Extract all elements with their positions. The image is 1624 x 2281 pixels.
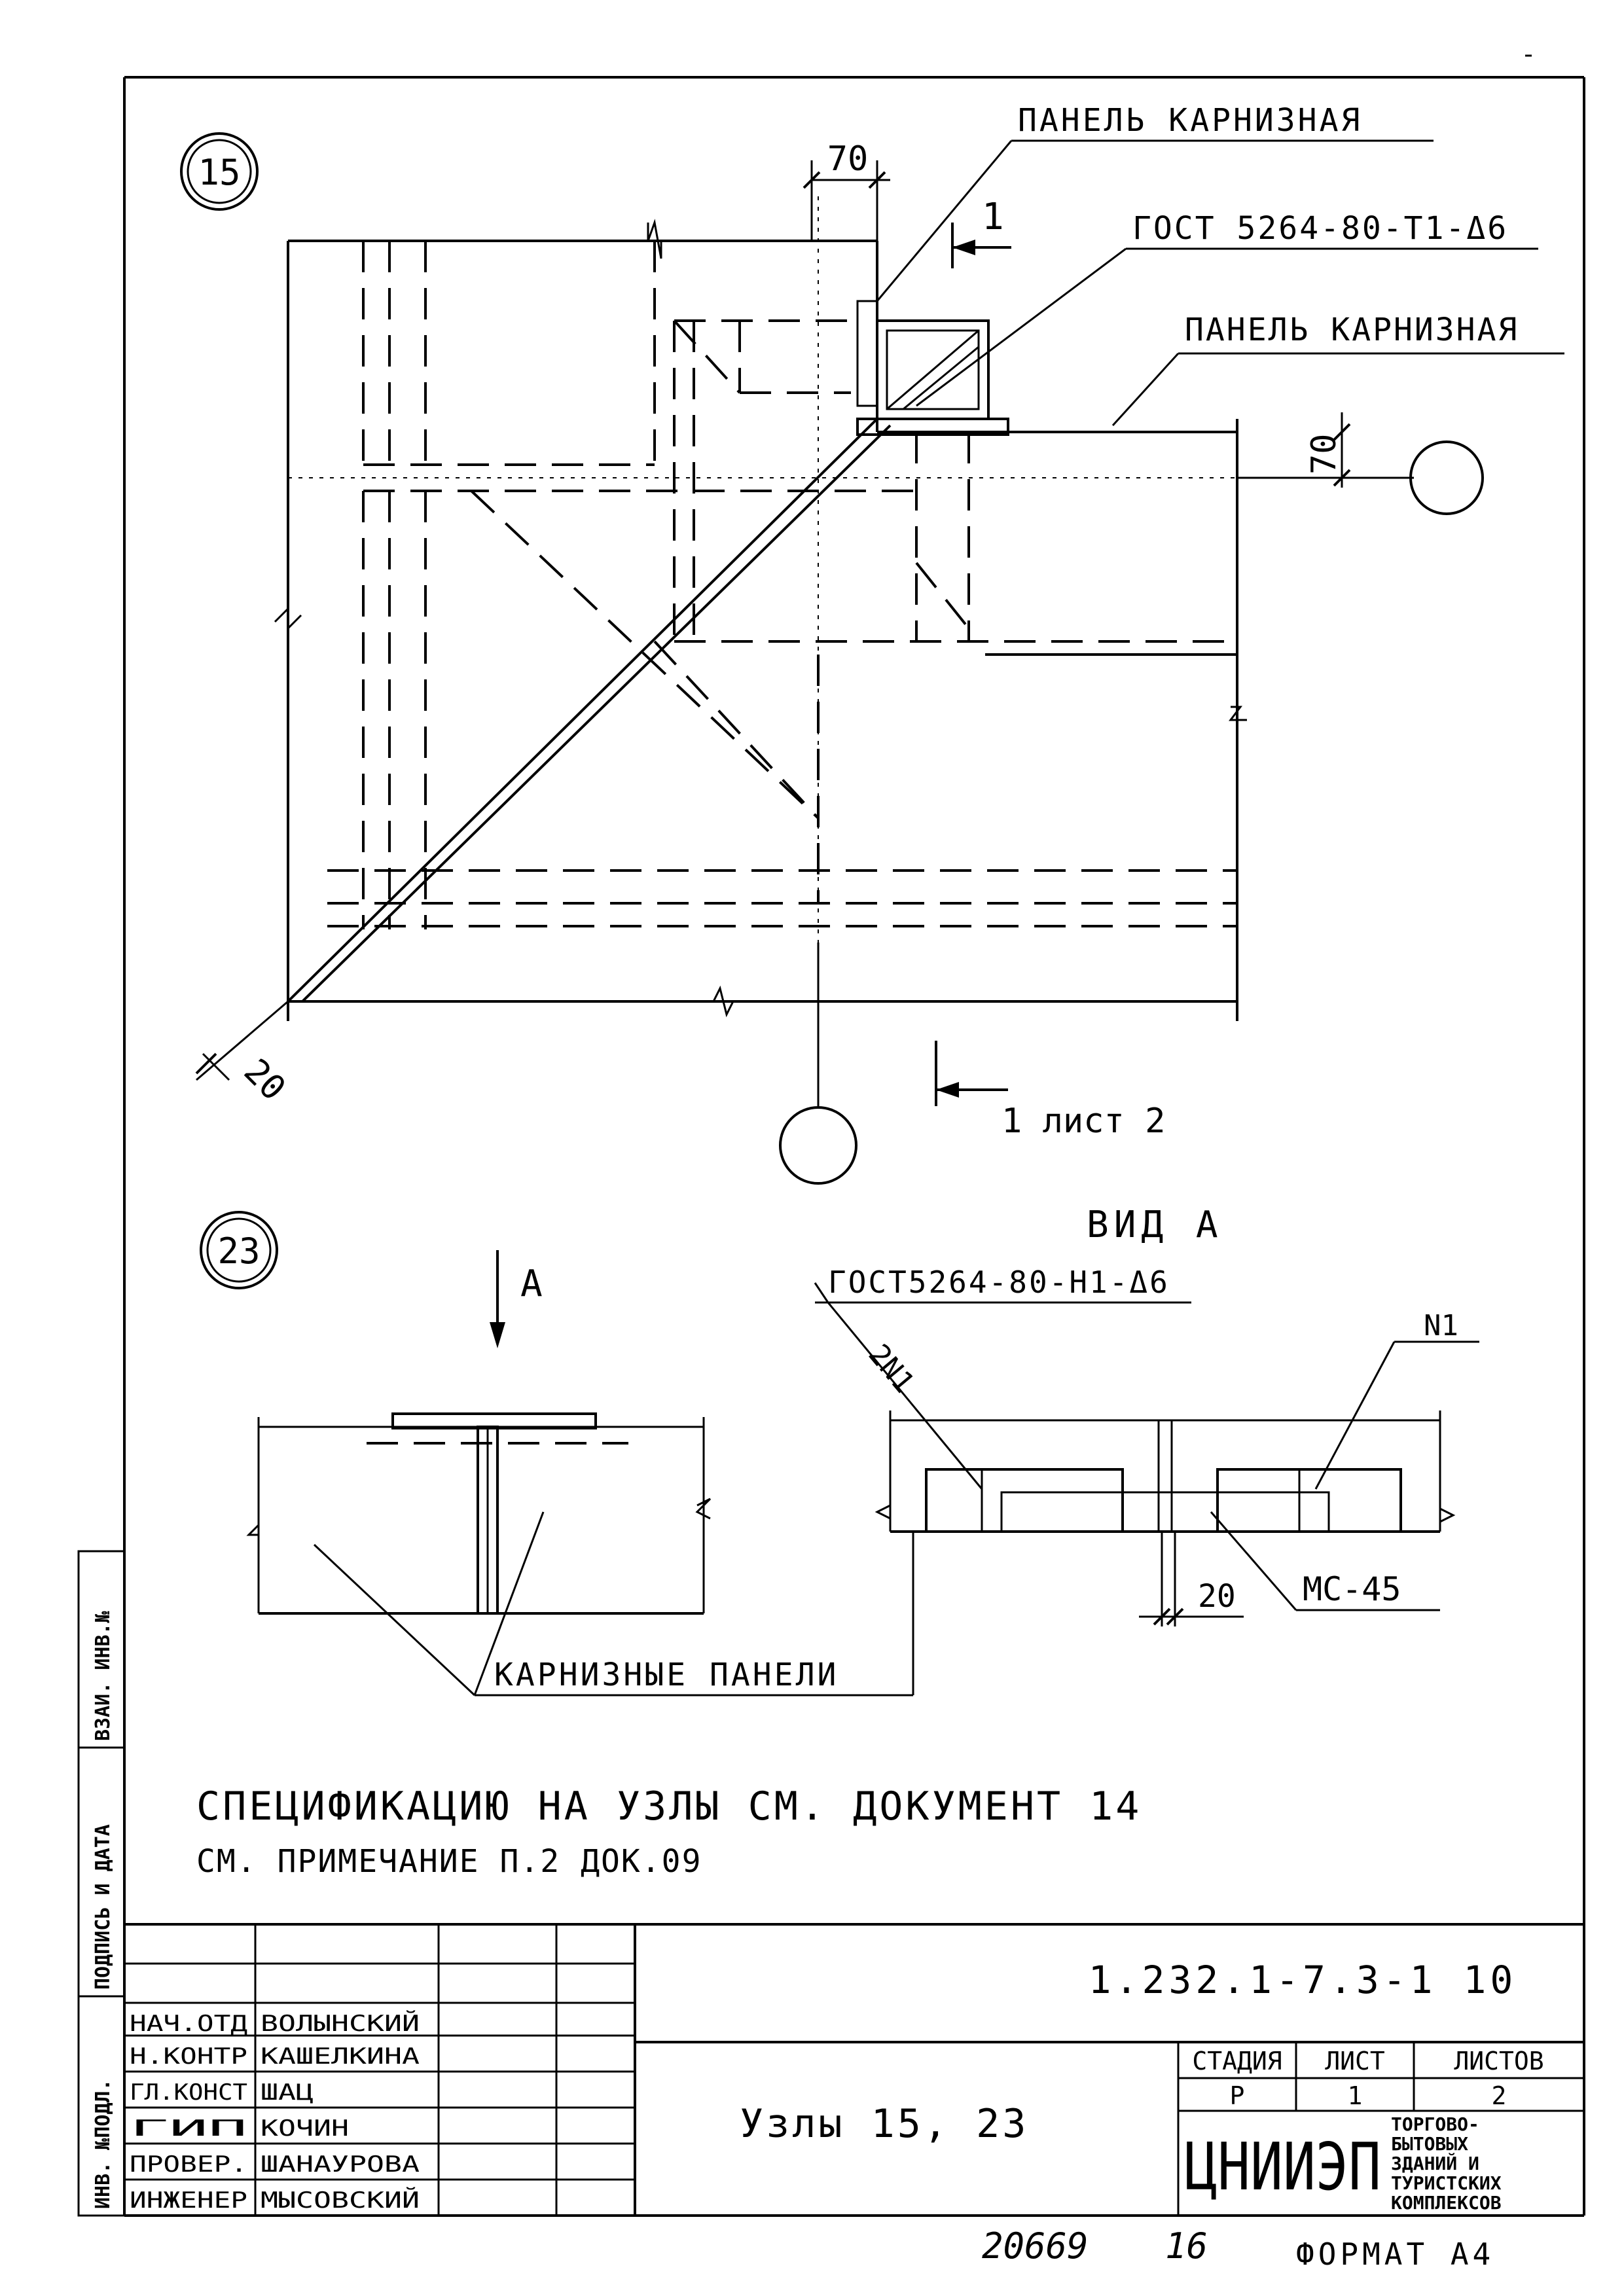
note-line-2: СМ. ПРИМЕЧАНИЕ П.2 ДОК.09 — [196, 1843, 702, 1880]
stage-value: Р — [1230, 2081, 1245, 2110]
staff-rows: НАЧ.ОТД ВОЛЫНСКИЙ Н.КОНТР КАШЕЛКИНА ГЛ.КОНСТ… — [130, 2010, 420, 2214]
notes: СПЕЦИФИКАЦИЮ НА УЗЛЫ СМ. ДОКУМЕНТ 14 СМ.… — [196, 1784, 1142, 1880]
staff-role: ПРОВЕР. — [130, 2151, 247, 2178]
node-15: 15 — [180, 102, 1564, 1185]
note-line-1: СПЕЦИФИКАЦИЮ НА УЗЛЫ СМ. ДОКУМЕНТ 14 — [196, 1784, 1142, 1829]
staff-name: ШАЦ — [261, 2079, 314, 2106]
staff-name: МЫСОВСКИЙ — [261, 2187, 420, 2214]
node-23: 23 А ВИД А ГОСТ5264-80-Н1-Δ6 — [200, 1204, 1479, 1697]
staff-role: ИНЖЕНЕР — [130, 2187, 247, 2214]
dim-20-node23: 20 — [1198, 1578, 1236, 1615]
node-15-number: 15 — [198, 152, 240, 193]
staff-name: КАШЕЛКИНА — [261, 2043, 420, 2070]
stage-header: СТАДИЯ — [1192, 2047, 1282, 2075]
label-panel-right: ПАНЕЛЬ КАРНИЗНАЯ — [1185, 312, 1519, 348]
side-stamp-cell-1: ВЗАИ. ИНВ.№ — [92, 1610, 115, 1741]
footer: 20669 16 ФОРМАТ А4 — [982, 2225, 1494, 2272]
sheet-header: ЛИСТ — [1325, 2047, 1385, 2075]
section-ref: 1 лист 2 — [1001, 1102, 1165, 1141]
arrow-a-label: А — [520, 1263, 543, 1305]
side-stamp: ВЗАИ. ИНВ.№ ПОДПИСЬ И ДАТА ИНВ. №ПОДЛ. — [77, 1550, 126, 2217]
staff-name: ВОЛЫНСКИЙ — [261, 2010, 420, 2037]
label-panel-top: ПАНЕЛЬ КАРНИЗНАЯ — [1018, 102, 1362, 139]
label-carnice-panels: КАРНИЗНЫЕ ПАНЕЛИ — [494, 1657, 839, 1693]
footer-number: 20669 — [982, 2225, 1089, 2267]
org-line: КОМПЛЕКСОВ — [1391, 2192, 1502, 2214]
label-n1: N1 — [1424, 1309, 1458, 1342]
sheets-header: ЛИСТОВ — [1454, 2047, 1543, 2075]
org-line: ТОРГОВО- — [1391, 2113, 1479, 2135]
doc-code: 1.232.1-7.3-1 10 — [1089, 1958, 1517, 2002]
footer-page: 16 — [1165, 2225, 1208, 2267]
org-line: ТУРИСТСКИХ — [1391, 2172, 1502, 2194]
staff-name: КОЧИН — [261, 2115, 349, 2142]
staff-name: ШАНАУРОВА — [261, 2151, 420, 2178]
axis-bubble-right — [1409, 440, 1484, 515]
dim-20: 20 — [236, 1052, 293, 1109]
label-mc45: МС-45 — [1303, 1570, 1401, 1608]
sheets-value: 2 — [1492, 2081, 1507, 2110]
staff-role: Н.КОНТР — [130, 2043, 247, 2070]
section-mark-1: 1 — [982, 196, 1004, 238]
staff-role: ГЛ.КОНСТ — [130, 2079, 247, 2106]
staff-role: ГИП — [130, 2115, 247, 2142]
sheet-value: 1 — [1348, 2081, 1363, 2110]
side-stamp-cell-3: ИНВ. №ПОДЛ. — [92, 2079, 115, 2209]
org-line: ЗДАНИЙ И — [1391, 2152, 1479, 2174]
dim-70-top: 70 — [827, 139, 869, 179]
view-a-label: ВИД А — [1087, 1204, 1223, 1246]
staff-role: НАЧ.ОТД — [130, 2011, 247, 2037]
node-23-number: 23 — [217, 1230, 260, 1272]
org-logo: ЦНИИЭП — [1185, 2128, 1381, 2205]
footer-format: ФОРМАТ А4 — [1296, 2236, 1494, 2272]
dim-70-right: 70 — [1305, 433, 1344, 475]
label-gost-node15: ГОСТ 5264-80-Т1-Δ6 — [1132, 210, 1508, 247]
label-2n1: 2N1 — [862, 1338, 921, 1399]
title-block: 1.232.1-7.3-1 10 Узлы 15, 23 СТАДИЯ ЛИСТ… — [124, 1923, 1584, 2216]
axis-bubble-bottom — [779, 1106, 857, 1185]
side-stamp-cell-2: ПОДПИСЬ И ДАТА — [92, 1824, 115, 1990]
doc-title: Узлы 15, 23 — [740, 2101, 1028, 2147]
gost-node23: ГОСТ5264-80-Н1-Δ6 — [828, 1265, 1170, 1300]
org-line: БЫТОВЫХ — [1391, 2133, 1468, 2155]
